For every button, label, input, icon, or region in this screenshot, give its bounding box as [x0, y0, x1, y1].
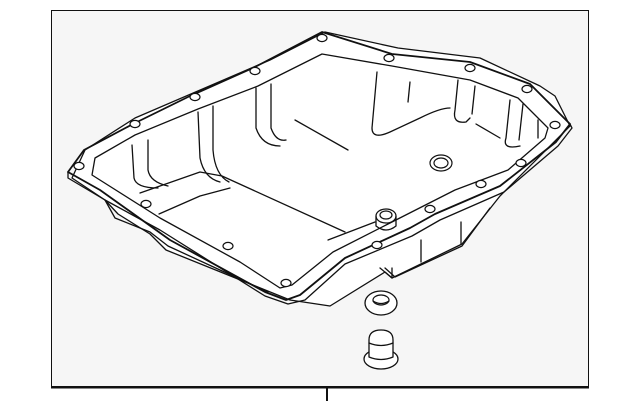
oil-pan [67, 31, 573, 307]
bolt-hole [189, 92, 201, 102]
bolt-hole [515, 158, 527, 168]
bolt-hole [371, 240, 383, 250]
bolt-hole [475, 179, 487, 189]
bolt-hole [424, 204, 436, 214]
bolt-hole [383, 53, 395, 63]
bolt-hole [140, 199, 152, 209]
bolt-hole [521, 84, 533, 94]
bolt-hole [316, 33, 328, 43]
bolt-hole [222, 241, 234, 251]
callout-leader-line [326, 387, 328, 401]
bolt-hole [280, 278, 292, 288]
drain-plug-washer [364, 290, 398, 316]
drain-plug [363, 329, 399, 370]
bolt-hole [549, 120, 561, 130]
bolt-hole [464, 63, 476, 73]
bolt-hole [73, 161, 85, 171]
bolt-holes [73, 33, 561, 288]
bolt-hole [249, 66, 261, 76]
bolt-hole [129, 119, 141, 129]
